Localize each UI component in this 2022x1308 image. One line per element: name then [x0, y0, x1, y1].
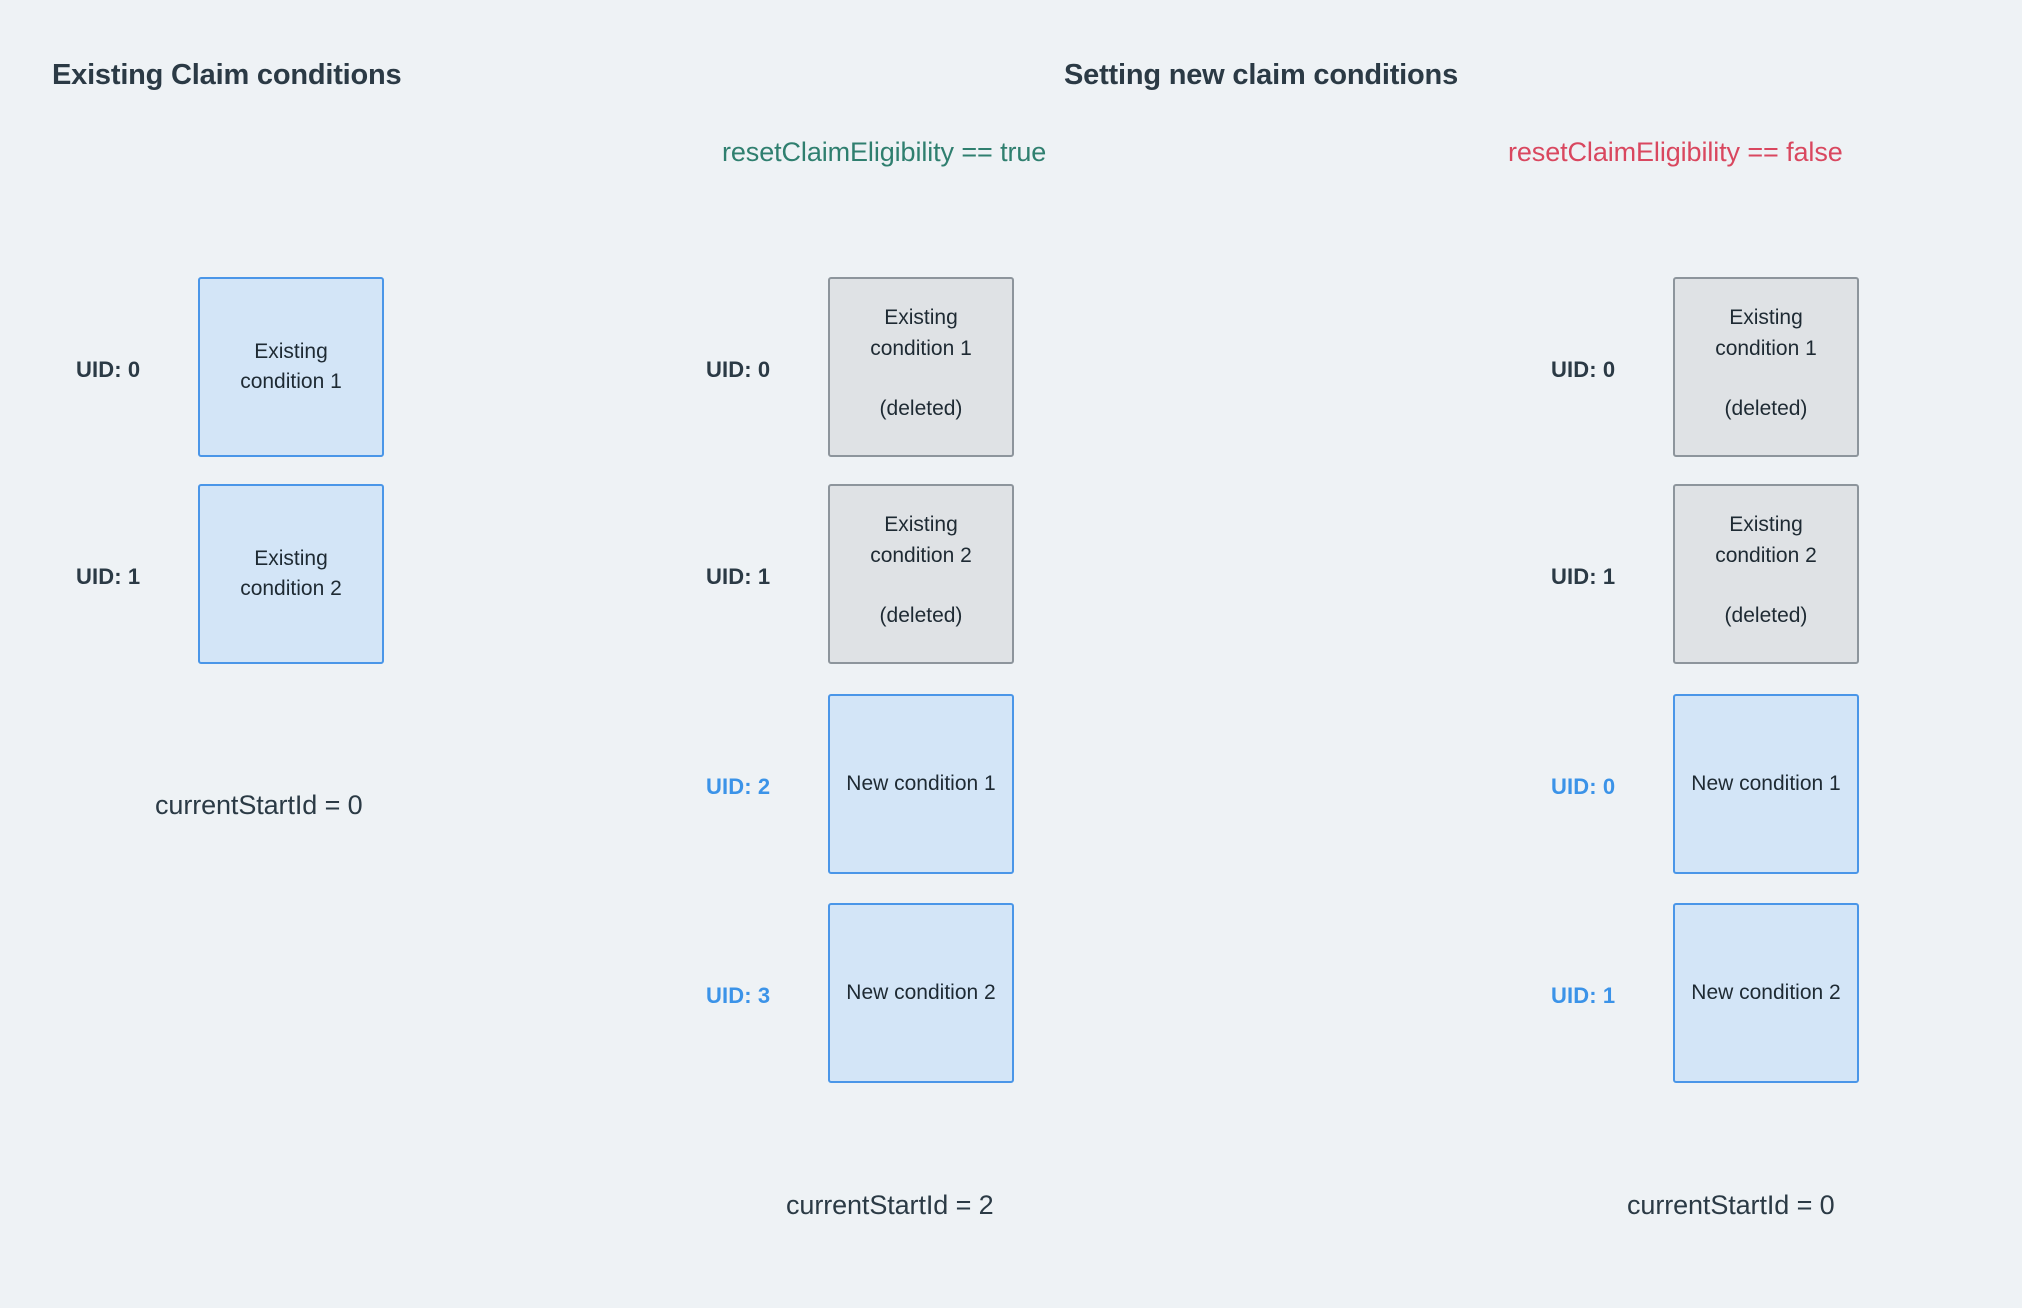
- condition-box-title: Existing condition 1: [240, 339, 342, 393]
- column-existing-conditions: UID: 0 Existing condition 1 UID: 1 Existing…: [0, 0, 420, 1308]
- condition-box-title: New condition 2: [1691, 980, 1841, 1004]
- condition-box: New condition 1: [828, 694, 1014, 874]
- condition-box-status-note: (deleted): [879, 604, 963, 628]
- condition-box-status-note: (deleted): [1724, 604, 1808, 628]
- uid-label: UID: 1: [706, 564, 771, 589]
- condition-box: New condition 2: [1673, 903, 1859, 1083]
- uid-label: UID: 0: [1551, 357, 1616, 382]
- uid-label: UID: 0: [1551, 774, 1616, 799]
- condition-box-title: Existing condition 1: [1715, 306, 1817, 360]
- condition-box: Existing condition 2: [198, 484, 384, 664]
- condition-box: Existing condition 1 (deleted): [828, 277, 1014, 457]
- current-start-id-reset-true: currentStartId = 2: [786, 1190, 994, 1220]
- uid-label: UID: 1: [76, 564, 141, 589]
- uid-label: UID: 0: [706, 357, 771, 382]
- condition-box-title: Existing condition 1: [870, 306, 972, 360]
- column-reset-eligibility-false: UID: 0 Existing condition 1 (deleted) UID: …: [1475, 0, 1895, 1308]
- uid-label: UID: 1: [1551, 983, 1616, 1008]
- condition-box: Existing condition 1 (deleted): [1673, 277, 1859, 457]
- condition-box: New condition 2: [828, 903, 1014, 1083]
- condition-box: Existing condition 2 (deleted): [828, 484, 1014, 664]
- condition-box-title: Existing condition 2: [870, 513, 972, 567]
- column-reset-eligibility-true: UID: 0 Existing condition 1 (deleted) UID: …: [630, 0, 1050, 1308]
- condition-box-title: Existing condition 2: [1715, 513, 1817, 567]
- current-start-id-existing: currentStartId = 0: [155, 790, 363, 820]
- condition-box-title: New condition 1: [846, 771, 996, 795]
- condition-box-status-note: (deleted): [879, 397, 963, 421]
- page-title-setting-new-claim-conditions: Setting new claim conditions: [1064, 59, 1458, 91]
- uid-label: UID: 2: [706, 774, 771, 799]
- condition-box: Existing condition 1: [198, 277, 384, 457]
- condition-box-title: Existing condition 2: [240, 546, 342, 600]
- condition-label-reset-eligibility-false: resetClaimEligibility == false: [1508, 137, 1843, 167]
- condition-box-status-note: (deleted): [1724, 397, 1808, 421]
- uid-label: UID: 0: [76, 357, 141, 382]
- current-start-id-reset-false: currentStartId = 0: [1627, 1190, 1835, 1220]
- condition-box-title: New condition 1: [1691, 771, 1841, 795]
- uid-label: UID: 3: [706, 983, 771, 1008]
- page-title-existing-claim-conditions: Existing Claim conditions: [52, 59, 402, 91]
- condition-box-title: New condition 2: [846, 980, 996, 1004]
- condition-label-reset-eligibility-true: resetClaimEligibility == true: [722, 137, 1047, 167]
- uid-label: UID: 1: [1551, 564, 1616, 589]
- condition-box: New condition 1: [1673, 694, 1859, 874]
- condition-box: Existing condition 2 (deleted): [1673, 484, 1859, 664]
